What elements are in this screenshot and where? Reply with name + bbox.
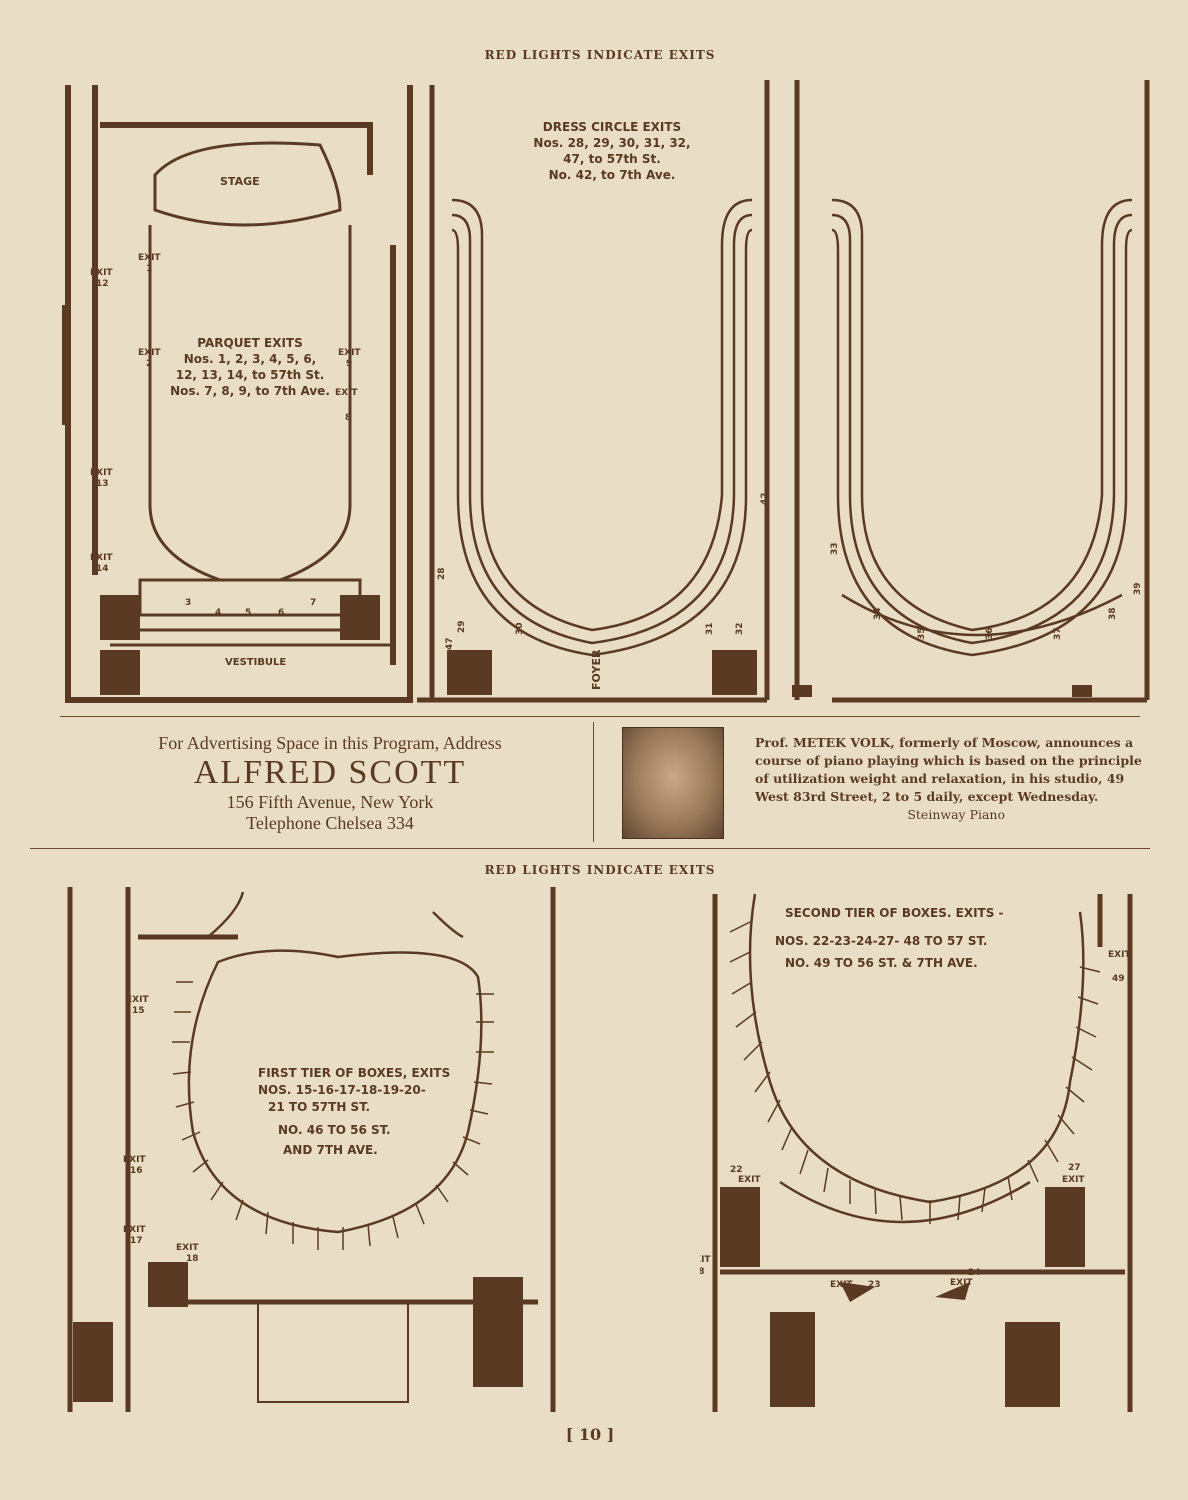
first-tier-line5: AND 7TH AVE.: [283, 1143, 378, 1157]
exit-word: EXIT: [90, 268, 113, 278]
first-tier-line1: FIRST TIER OF BOXES, EXITS: [258, 1066, 450, 1080]
exit-word: EXIT: [90, 553, 113, 563]
exit-5-label: 5: [245, 608, 251, 618]
exit-word: EXIT: [700, 1255, 711, 1265]
exit-31-label: 31: [705, 622, 715, 635]
top-header: RED LIGHTS INDICATE EXITS: [484, 48, 716, 62]
dress-line2: 47, to 57th St.: [563, 152, 661, 166]
exit-word: EXIT: [338, 348, 361, 358]
exit-word: EXIT: [1062, 1175, 1085, 1185]
exit-42-label: 42: [760, 492, 770, 505]
second-tier-line3: NO. 49 TO 56 ST. & 7TH AVE.: [785, 956, 978, 970]
foyer-label: FOYER: [590, 649, 603, 690]
parquet-plan: STAGE VESTIBULE PARQUET EXITS Nos. 1, 2,…: [62, 85, 413, 703]
second-tier-line1: SECOND TIER OF BOXES. EXITS -: [785, 906, 1004, 920]
separator: [30, 848, 1150, 849]
stage-label: STAGE: [220, 175, 260, 188]
dress-line3: No. 42, to 7th Ave.: [549, 168, 676, 182]
exit-39-label: 39: [1133, 582, 1143, 595]
exit-36-label: 36: [985, 627, 995, 640]
notice-body: formerly of Moscow, announces a course o…: [755, 735, 1142, 804]
second-tier-line2: NOS. 22-23-24-27- 48 TO 57 ST.: [775, 934, 987, 948]
exit-14-label: 14: [96, 564, 109, 574]
exit-word: EXIT: [176, 1243, 199, 1253]
exit-word: EXIT: [126, 995, 149, 1005]
dress-line1: Nos. 28, 29, 30, 31, 32,: [533, 136, 690, 150]
notice-footer: Steinway Piano: [907, 807, 1005, 822]
exit-18-label: 18: [186, 1254, 199, 1264]
page-number: [ 10 ]: [565, 1425, 615, 1444]
exit-22-label: 22: [730, 1165, 743, 1175]
exit-6-label: 6: [278, 608, 284, 618]
exit-34-label: 34: [873, 607, 883, 620]
notice-block: Prof. METEK VOLK, formerly of Moscow, an…: [755, 734, 1145, 824]
exit-1-label: 1: [146, 264, 152, 274]
exit-28-label: 28: [437, 567, 447, 580]
exit-30-label: 30: [515, 622, 525, 635]
portrait-photo: [622, 727, 724, 839]
vestibule-label: VESTIBULE: [225, 657, 286, 668]
exit-9-label: 9: [346, 359, 352, 369]
exit-49-label: 49: [1112, 974, 1125, 984]
advert-address: 156 Fifth Avenue, New York: [226, 792, 434, 812]
dress-title: DRESS CIRCLE EXITS: [543, 120, 681, 134]
exit-7-label: 7: [310, 598, 316, 608]
exit-24-label: 24: [968, 1268, 981, 1278]
exit-15-label: 15: [132, 1006, 145, 1016]
bottom-header: RED LIGHTS INDICATE EXITS: [484, 863, 716, 877]
advert-name: ALFRED SCOTT: [193, 754, 467, 791]
exit-word: EXIT: [138, 348, 161, 358]
exit-word: EXIT: [1108, 950, 1131, 960]
second-tier-plan: SECOND TIER OF BOXES. EXITS - NOS. 22-23…: [700, 893, 1133, 1412]
exit-word: EXIT: [138, 253, 161, 263]
exit-33-label: 33: [830, 542, 840, 555]
exit-word: EXIT: [123, 1155, 146, 1165]
parquet-line1: Nos. 1, 2, 3, 4, 5, 6,: [184, 352, 317, 366]
exit-17-label: 17: [130, 1236, 143, 1246]
advert-phone: Telephone Chelsea 334: [246, 813, 414, 833]
notice-prefix: Prof.: [755, 735, 789, 750]
exit-27-label: 27: [1068, 1163, 1081, 1173]
exit-word: EXIT: [90, 468, 113, 478]
advert-line1: For Advertising Space in this Program, A…: [158, 733, 502, 753]
exit-word: EXIT: [950, 1278, 973, 1288]
exit-2-label: 2: [146, 359, 152, 369]
exit-word: EXIT: [123, 1225, 146, 1235]
exit-13-label: 13: [96, 479, 109, 489]
exit-47-label: 47: [445, 637, 455, 650]
exit-35-label: 35: [917, 627, 927, 640]
first-tier-plan: FIRST TIER OF BOXES, EXITS NOS. 15-16-17…: [67, 887, 556, 1412]
exit-38-label: 38: [1108, 607, 1118, 620]
exit-word: EXIT: [830, 1280, 853, 1290]
parquet-line2: 12, 13, 14, to 57th St.: [176, 368, 325, 382]
separator: [60, 716, 1140, 717]
divider: [593, 722, 594, 842]
exit-32-label: 32: [735, 622, 745, 635]
first-tier-line3: 21 TO 57TH ST.: [268, 1100, 370, 1114]
first-tier-line2: NOS. 15-16-17-18-19-20-: [258, 1083, 426, 1097]
notice-name: METEK VOLK,: [792, 735, 895, 750]
exit-3-label: 3: [185, 598, 191, 608]
exit-4-label: 4: [215, 608, 221, 618]
exit-37-label: 37: [1053, 627, 1063, 640]
exit-48-label: 48: [700, 1267, 705, 1277]
exit-16-label: 16: [130, 1166, 143, 1176]
first-tier-line4: NO. 46 TO 56 ST.: [278, 1123, 391, 1137]
exit-word: EXIT: [335, 388, 358, 398]
exit-8-label: 8: [345, 413, 351, 423]
exit-word: EXIT: [738, 1175, 761, 1185]
parquet-line3: Nos. 7, 8, 9, to 7th Ave.: [170, 384, 330, 398]
exit-29-label: 29: [457, 620, 467, 633]
advert-block: For Advertising Space in this Program, A…: [90, 733, 570, 834]
exit-23-label: 23: [868, 1280, 881, 1290]
dress-circle-plan: DRESS CIRCLE EXITS Nos. 28, 29, 30, 31, …: [417, 80, 1150, 703]
exit-12-label: 12: [96, 279, 109, 289]
parquet-title: PARQUET EXITS: [197, 336, 302, 350]
